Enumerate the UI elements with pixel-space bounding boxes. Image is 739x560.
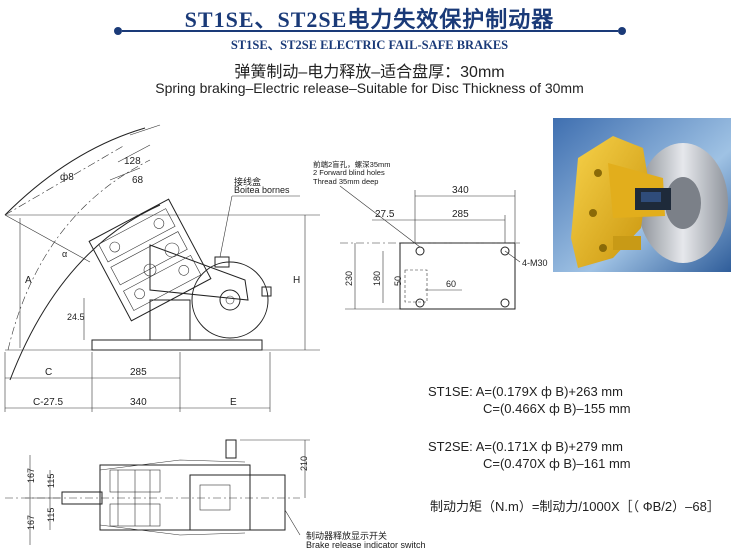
alpha-ray	[4, 214, 91, 263]
formula-torque: 制动力矩（N.m）=制动力/1000X［（ ФB/2）–68］	[430, 499, 720, 514]
disc-inner-arc	[9, 204, 161, 381]
formula-st2se-a: ST2SE: A=(0.171X ф B)+279 mm	[428, 439, 623, 454]
dim-167-bot: 167	[26, 515, 36, 530]
dim-m180: 180	[372, 271, 382, 286]
dim-128: 128	[124, 156, 141, 167]
holes-label-en2: Thread 35mm deep	[313, 177, 379, 186]
dim-m27-5: 27.5	[375, 209, 395, 220]
holes-label-en1: 2 Forward blind holes	[313, 168, 385, 177]
subtitle-chinese: 弹簧制动–电力释放–适合盘厚：30mm	[234, 64, 505, 81]
brake-arm	[149, 244, 249, 301]
dim-h: H	[293, 275, 300, 286]
dim-m285: 285	[452, 209, 469, 220]
switch-label-cn: 制动器释放显示开关	[306, 531, 388, 541]
formula-st1se-a: ST1SE: A=(0.179X ф B)+263 mm	[428, 384, 623, 399]
actuator-housing	[191, 261, 269, 339]
subtitle-english: Spring braking–Electric release–Suitable…	[155, 80, 584, 96]
dim-68: 68	[132, 175, 144, 186]
mounting-plate	[399, 242, 516, 310]
dim-c-minus: C-27.5	[33, 397, 63, 408]
disc-outer-arc	[4, 127, 146, 216]
actuator-top	[189, 474, 286, 531]
dim-24-5: 24.5	[67, 312, 85, 322]
dim-167-top: 167	[26, 468, 36, 483]
mounting-view: 340 27.5 285 230 180 50 60 4-M30	[339, 185, 548, 310]
dim-4-m30: 4-M30	[522, 258, 548, 268]
dim-340: 340	[130, 397, 147, 408]
page-title: ST1SE、ST2SE电力失效保护制动器	[184, 7, 555, 32]
terminal-label-en: Boitea bornes	[234, 185, 290, 195]
holes-label-cn: 前端2盲孔，螺深35mm	[313, 160, 391, 169]
dim-285: 285	[130, 367, 147, 378]
dim-m340: 340	[452, 185, 469, 196]
dim-210: 210	[299, 456, 309, 471]
brake-product-photo	[553, 118, 731, 272]
angle-line	[4, 144, 126, 216]
page-title-english: ST1SE、ST2SE ELECTRIC FAIL-SAFE BRAKES	[230, 38, 509, 52]
dim-a: A	[25, 275, 32, 286]
dim-m60: 60	[446, 279, 456, 289]
brake-base	[91, 339, 263, 351]
side-view: 128 68 ф8 α A H	[4, 124, 320, 412]
formula-st1se-c: C=(0.466X ф B)–155 mm	[483, 401, 631, 416]
dim-phi8: ф8	[60, 171, 74, 183]
formula-st2se-c: C=(0.470X ф B)–161 mm	[483, 456, 631, 471]
dim-m230: 230	[344, 271, 354, 286]
dim-115-top: 115	[46, 474, 56, 488]
title-divider	[114, 27, 626, 35]
dim-alpha: α	[62, 249, 67, 259]
dim-115-bot: 115	[46, 508, 56, 522]
terminal-label-cn: 接线盒	[234, 177, 262, 187]
top-view: 167 115 115 167 210	[5, 439, 310, 545]
dim-m50: 50	[393, 276, 403, 286]
switch-label-en: Brake release indicator switch	[306, 540, 426, 550]
dim-c: C	[45, 367, 52, 378]
terminal-box	[214, 256, 230, 268]
disc-centre-arc	[7, 159, 151, 351]
dim-e: E	[230, 397, 237, 408]
